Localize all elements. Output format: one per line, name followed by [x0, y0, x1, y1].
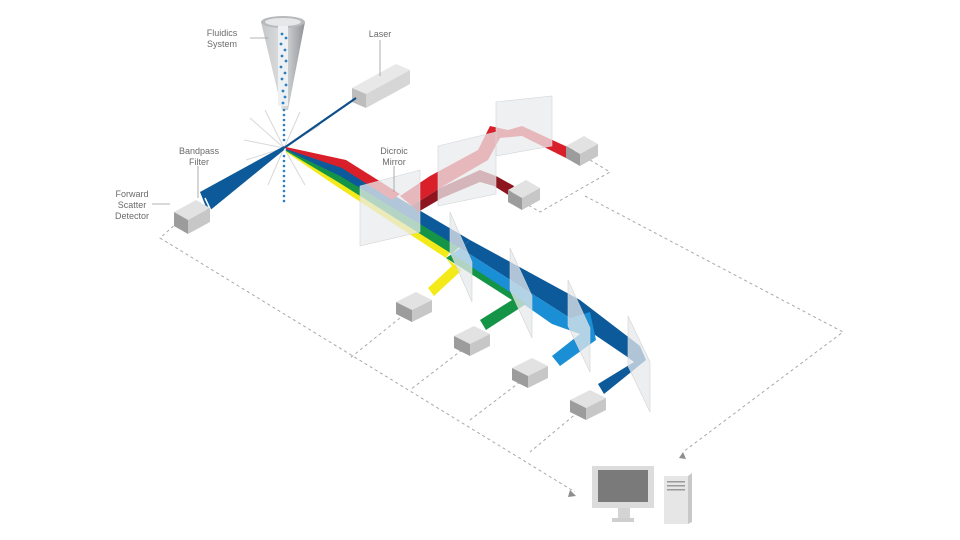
label-fluidics-1: Fluidics	[207, 28, 238, 38]
wire-dark-blue	[529, 411, 579, 453]
label-forward-scatter-3: Detector	[115, 211, 149, 221]
arrowhead-to-tower	[679, 452, 686, 459]
detector-green	[454, 326, 490, 356]
wire-yellow	[349, 317, 401, 359]
wire-green	[409, 349, 463, 391]
detector-light-blue	[512, 358, 548, 388]
computer-tower	[664, 473, 692, 524]
fluidics-system	[261, 16, 305, 203]
wire-red-bus	[519, 159, 611, 213]
detector-yellow	[396, 292, 432, 322]
detector-dark-red	[508, 180, 540, 210]
forward-scatter-detector	[174, 200, 210, 234]
label-dichroic-1: Dicroic	[380, 146, 408, 156]
label-laser: Laser	[369, 29, 392, 39]
dichroic-mirrors	[359, 95, 553, 247]
arrowhead-to-monitor	[568, 490, 576, 497]
laser	[283, 64, 410, 149]
angled-mirrors	[449, 211, 651, 413]
cell-particles	[279, 32, 288, 105]
detector-dark-blue	[570, 390, 606, 420]
detector-red	[566, 136, 598, 166]
laser-beam	[283, 97, 357, 149]
label-bandpass-1: Bandpass	[179, 146, 220, 156]
label-fluidics-2: System	[207, 39, 237, 49]
label-forward-scatter-2: Scatter	[118, 200, 147, 210]
cell-stream	[282, 108, 286, 203]
wire-light-blue	[469, 381, 521, 421]
signal-wiring	[159, 159, 844, 493]
wire-red-main	[584, 195, 844, 453]
label-forward-scatter-1: Forward	[115, 189, 148, 199]
computer-monitor	[592, 466, 654, 522]
label-bandpass-2: Filter	[189, 157, 209, 167]
forward-scatter-beam	[200, 146, 284, 214]
label-dichroic-2: Mirror	[382, 157, 406, 167]
wire-forward-scatter	[159, 221, 576, 493]
